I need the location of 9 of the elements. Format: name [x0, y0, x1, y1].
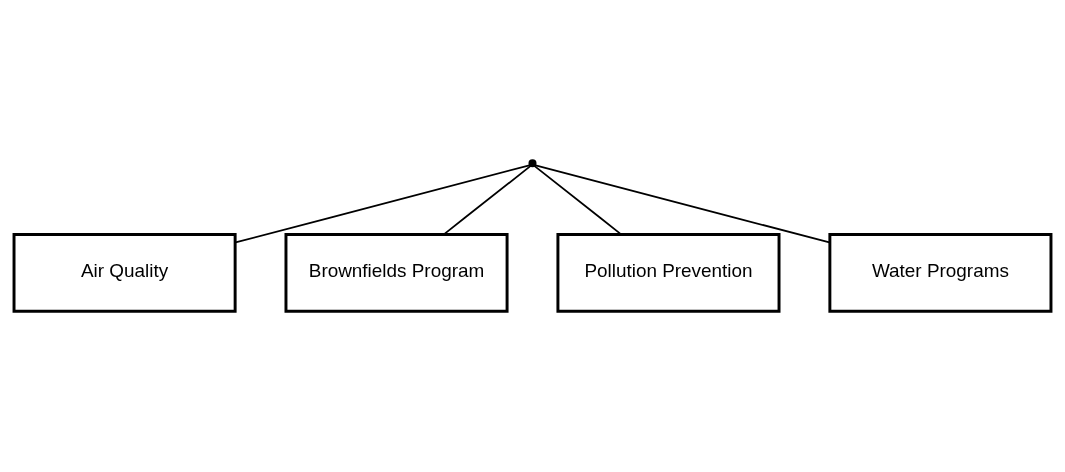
node-box: Air Quality [12, 232, 237, 313]
node-box: Brownfields Program [284, 232, 509, 313]
node-box: Water Programs [828, 232, 1053, 313]
connector [533, 164, 622, 236]
node-point [528, 159, 537, 168]
connector [533, 164, 831, 244]
node-box: Pollution Prevention [556, 232, 781, 313]
connector [234, 164, 532, 244]
connector [443, 164, 532, 236]
